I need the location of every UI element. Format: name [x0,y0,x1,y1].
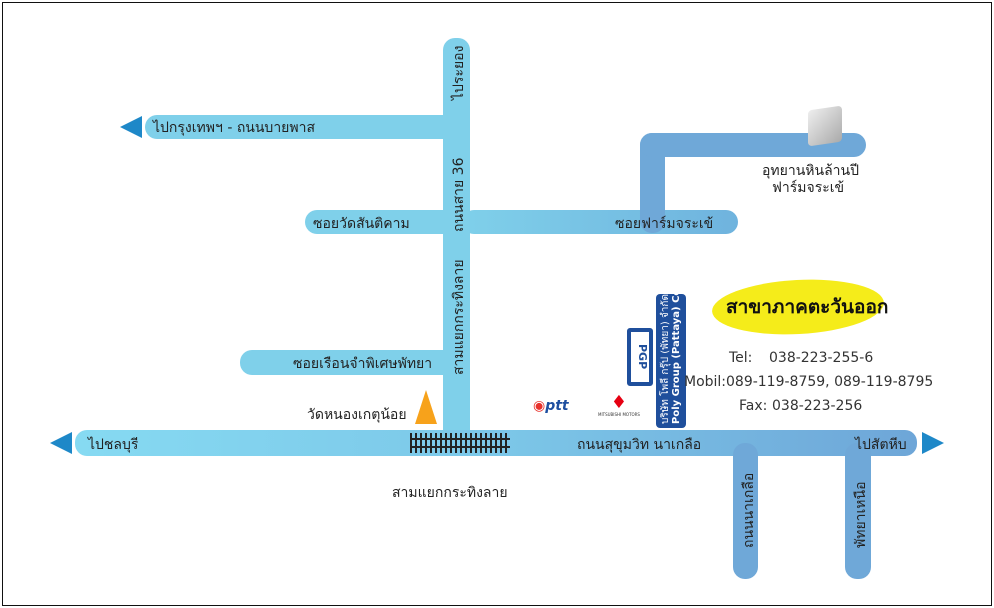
company-name-en: Poly Group (Pattaya) Co.,Ltd. [671,258,682,424]
label-to-chonburi: ไปชลบุรี [88,437,139,453]
label-to-rayong: ไประยอง [451,45,467,100]
temple-icon [415,390,437,424]
label-park-line1: อุทยานหินล้านปี [762,163,859,179]
label-road-36: ถนนสาย 36 [451,157,467,233]
tel-value: 038-223-255-6 [769,350,874,366]
company-name-box: บริษัท โพลี กรุ๊ป (พัทยา) จำกัด Poly Gro… [656,259,686,428]
arrow-left-icon [50,432,72,454]
road-naklua [733,443,758,579]
pgp-logo: PGP [627,328,653,386]
mitsubishi-text: MITSUBISHI MOTORS [598,412,640,417]
ptt-logo: ◉ptt [533,398,569,414]
label-to-bangkok: ไปกรุงเทพฯ - ถนนบายพาส [153,120,316,136]
ptt-text: ptt [545,398,569,414]
label-soi-ruean: ซอยเรือนจำพิเศษพัทยา [293,356,433,372]
road-soi-wat-santikam [305,210,470,234]
road-to-bangkok [145,115,465,139]
rock-park-icon [808,105,842,147]
label-soi-wat-santikam: ซอยวัดสันติคาม [313,216,410,232]
fax-label: Fax: [739,398,768,414]
mitsubishi-logo: ♦ MITSUBISHI MOTORS [598,392,640,418]
road-soi-farm [462,210,738,234]
mobile-label: Mobil: [684,374,727,390]
label-pattaya-nua: พัทยาเหนือ [853,481,869,548]
label-samyaek-vertical: สามแยกกระทิงลาย [451,259,467,375]
arrow-right-icon [922,432,944,454]
label-samyaek-bottom: สามแยกกระทิงลาย [392,485,508,501]
label-temple: วัดหนองเกตุน้อย [307,407,407,423]
label-soi-farm: ซอยฟาร์มจระเข้ [615,216,714,232]
arrow-left-icon [120,116,142,138]
fax-value: 038-223-256 [772,398,863,414]
label-sukhumvit: ถนนสุขุมวิท นาเกลือ [577,437,702,453]
mobile-value: 089-119-8759, 089-119-8795 [726,374,934,390]
road-pattaya-nua [845,443,871,579]
tel-label: Tel: [729,350,753,366]
road-36 [443,38,470,455]
label-park-line2: ฟาร์มจระเข้ [772,180,845,196]
branch-title: สาขาภาคตะวันออก [726,296,889,318]
label-naklua-road: ถนนนาเกลือ [741,472,757,548]
road-soi-ruean [240,350,465,375]
label-to-sattahip: ไปสัตหีบ [855,437,907,453]
railway-icon [410,433,510,453]
